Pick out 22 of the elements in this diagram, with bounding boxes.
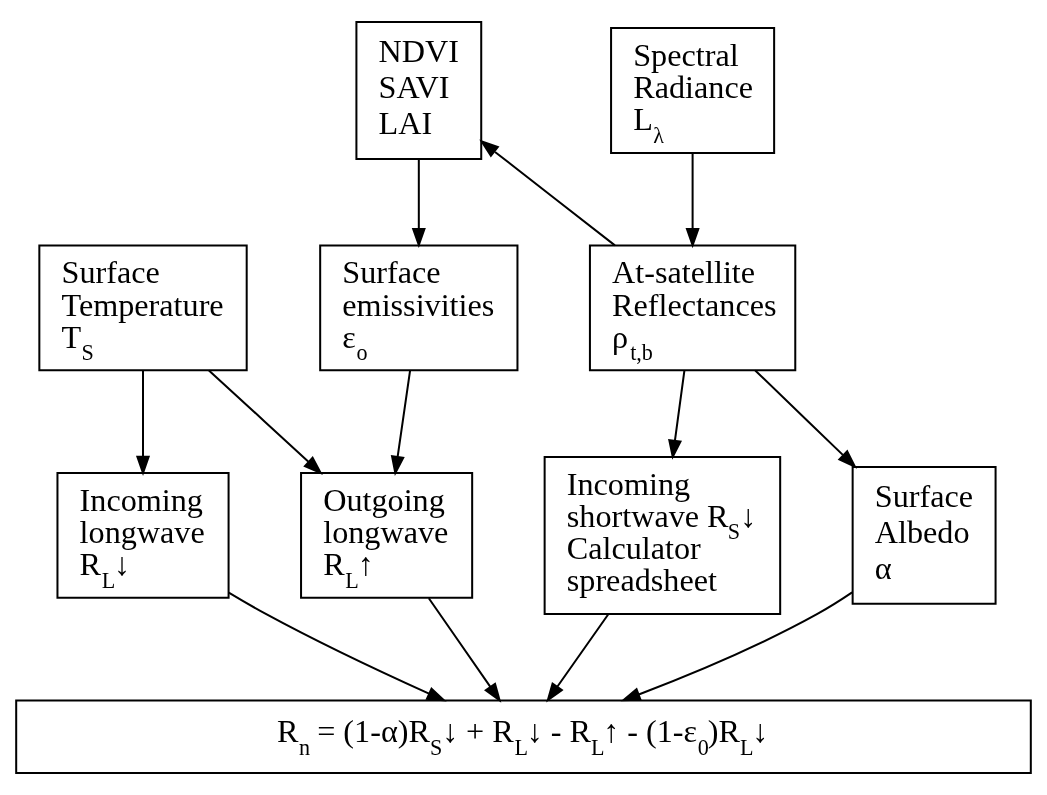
node-box: Surface Temperature T$_{S}$: [38, 244, 248, 372]
arrow: [135, 370, 151, 476]
node-box: Spectral Radiance L$_{λ}$: [610, 27, 776, 154]
node-box: Outgoing longwave R$_{L}$↑: [300, 472, 474, 599]
node-box: NDVI SAVI LAI: [355, 21, 483, 160]
arrow: [228, 591, 447, 702]
node-box: Surface emissivities ε$_{o}$: [319, 244, 519, 372]
arrow: [546, 613, 610, 703]
arrow: [390, 370, 412, 476]
arrow: [620, 591, 853, 702]
node-box: R$_{n}$ = (1-α)R$_{S}$↓ + R$_{L}$↓ - R$_{L}$↑ - (1-ε$_{0}$)R$_{L}$↓: [15, 699, 1032, 774]
arrow: [208, 369, 323, 475]
node-box: Surface Albedo α: [851, 465, 997, 605]
arrow: [479, 139, 616, 247]
node-box: At-satellite Reflectances ρ$_{t,b}$: [588, 244, 797, 372]
arrow: [668, 370, 686, 460]
node-box: Incoming longwave R$_{L}$↓: [56, 472, 230, 599]
arrow: [411, 159, 426, 249]
node-box: Incoming shortwave R$_{S}$↓ Calculator spreadsheet: [543, 455, 782, 615]
arrow: [427, 597, 502, 703]
arrow: [754, 369, 858, 469]
arrow: [685, 153, 700, 249]
